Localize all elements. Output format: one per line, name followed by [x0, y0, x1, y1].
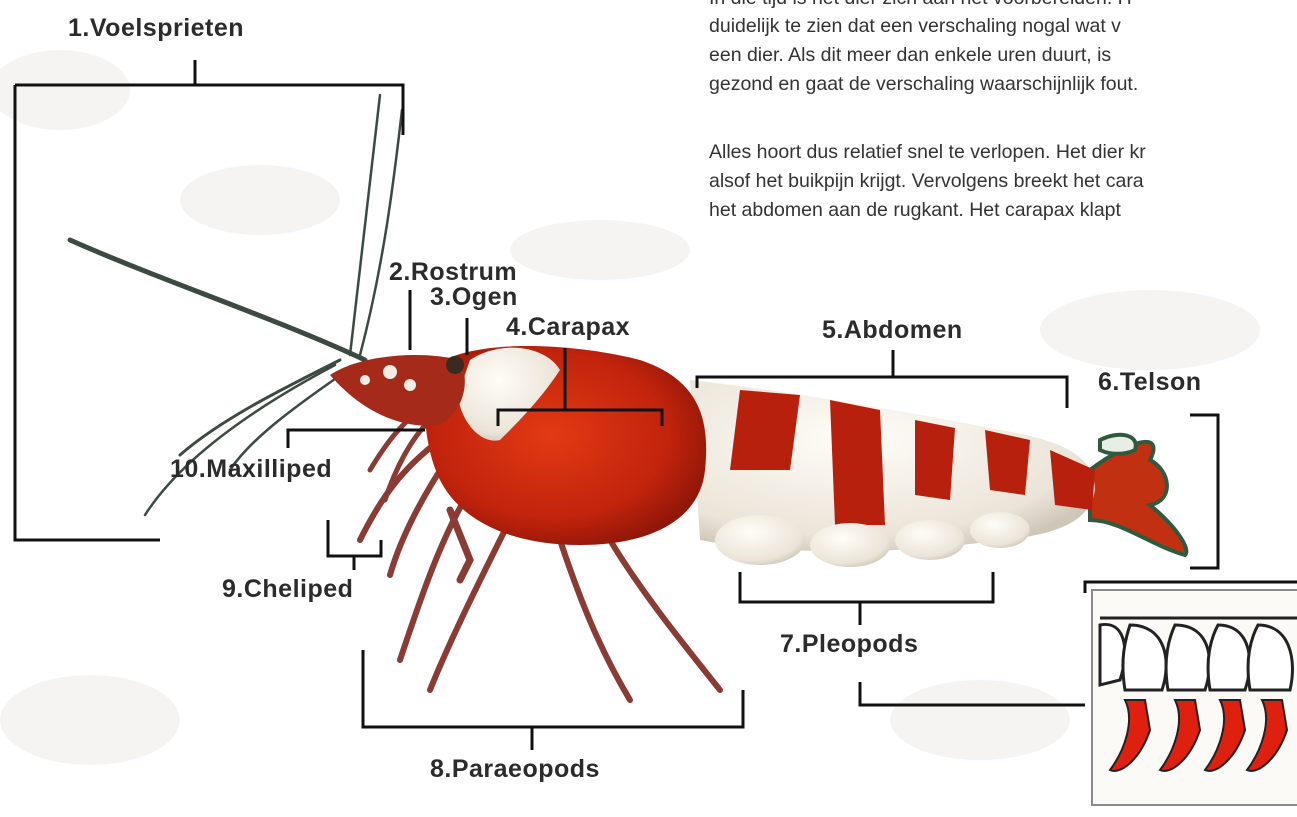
paragraph-line-6: het abdomen aan de rugkant. Het carapax … [709, 196, 1297, 225]
label-cheliped: 9.Cheliped [222, 575, 353, 604]
paragraph-line-2: een dier. Als dit meer dan enkele uren d… [709, 41, 1297, 70]
paragraph-line-1: duidelijk te zien dat een verschaling no… [709, 12, 1297, 41]
paragraph-line-4: Alles hoort dus relatief snel te verlope… [709, 138, 1297, 167]
paragraph-line-3: gezond en gaat de verschaling waarschijn… [709, 70, 1297, 99]
label-telson: 6.Telson [1098, 368, 1202, 397]
label-maxilliped: 10.Maxilliped [170, 455, 332, 484]
label-carapace: 4.Carapax [506, 313, 630, 342]
label-antennae: 1.Voelsprieten [68, 14, 244, 43]
pleopod-inset [1092, 590, 1297, 805]
paragraph-line-5: alsof het buikpijn krijgt. Vervolgens br… [709, 167, 1297, 196]
label-paraeopods: 8.Paraeopods [430, 755, 600, 784]
antennae [70, 95, 402, 515]
label-abdomen: 5.Abdomen [822, 316, 963, 345]
paragraph-line-cut: In die tijd is het dier zich aan het voo… [709, 0, 1297, 13]
label-eyes: 3.Ogen [430, 283, 518, 312]
label-pleopods: 7.Pleopods [780, 630, 918, 659]
